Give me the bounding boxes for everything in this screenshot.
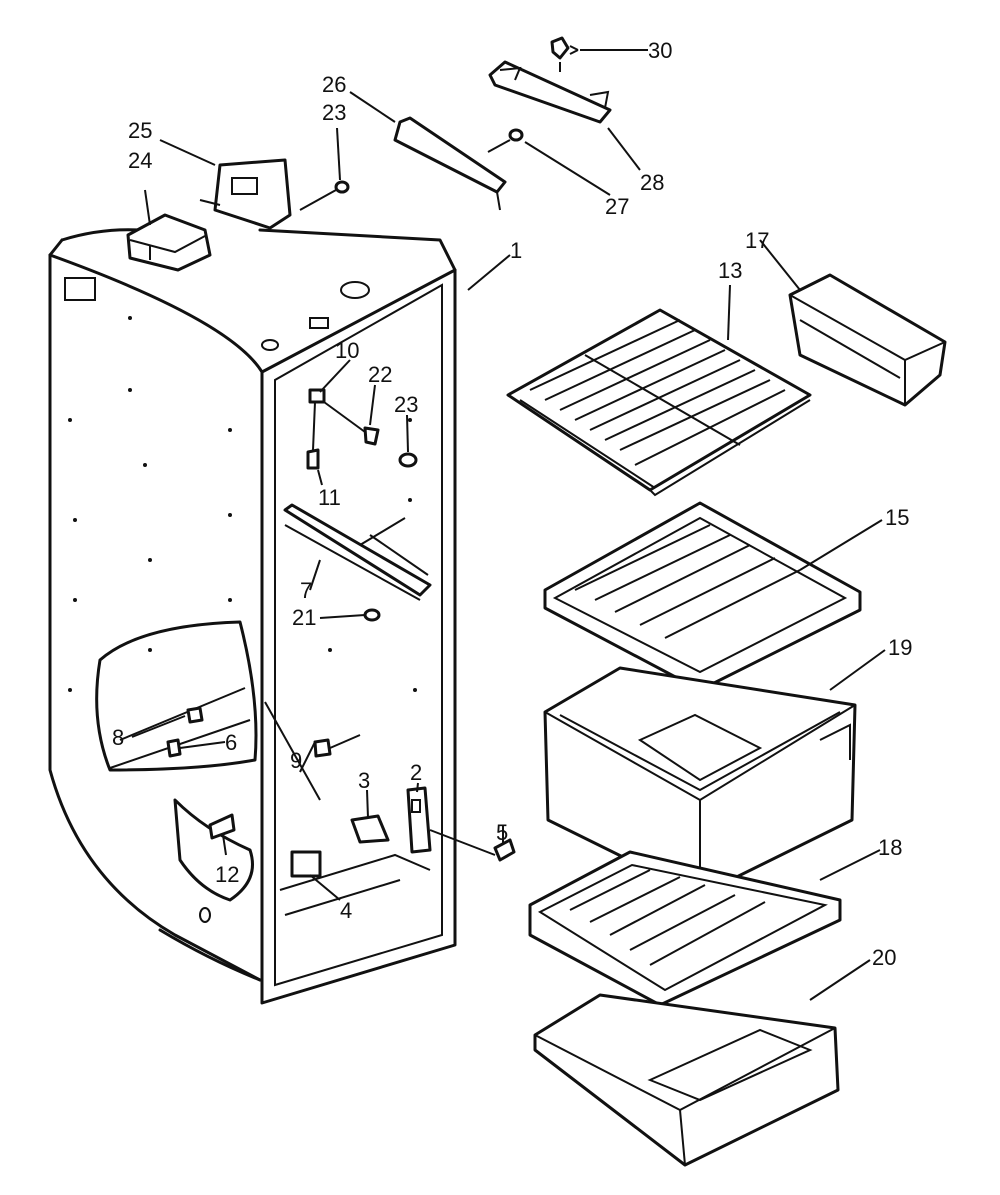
part-13-wire-shelf bbox=[506, 308, 812, 497]
part-20-lower-drawer bbox=[533, 993, 840, 1167]
cabinet bbox=[48, 228, 457, 1005]
callout-9: 9 bbox=[290, 748, 302, 773]
callout-17: 17 bbox=[745, 228, 769, 253]
callout-24: 24 bbox=[128, 148, 152, 173]
callout-8: 8 bbox=[112, 725, 124, 750]
fastener-6 bbox=[166, 738, 182, 758]
leader-lines bbox=[131, 45, 886, 1001]
callout-10: 10 bbox=[335, 338, 359, 363]
callout-13: 13 bbox=[718, 258, 742, 283]
callout-23-top: 23 bbox=[322, 100, 346, 125]
callout-20: 20 bbox=[872, 945, 896, 970]
fastener-10 bbox=[308, 388, 326, 404]
callout-28: 28 bbox=[640, 170, 664, 195]
part-26-channel bbox=[393, 116, 507, 211]
fastener-27 bbox=[487, 128, 524, 153]
callout-15: 15 bbox=[885, 505, 909, 530]
callout-26: 26 bbox=[322, 72, 346, 97]
callout-1: 1 bbox=[510, 238, 522, 263]
callout-3: 3 bbox=[358, 768, 370, 793]
part-19-crisper-drawer bbox=[543, 666, 857, 897]
fastener-9 bbox=[313, 734, 361, 758]
fastener-5 bbox=[429, 829, 516, 862]
callout-12: 12 bbox=[215, 862, 239, 887]
callout-6: 6 bbox=[225, 730, 237, 755]
callout-21: 21 bbox=[292, 605, 316, 630]
part-24-housing bbox=[126, 213, 212, 272]
part-3-bracket bbox=[350, 814, 390, 844]
callout-23-mid: 23 bbox=[394, 392, 418, 417]
fastener-30 bbox=[550, 36, 570, 60]
fastener-12 bbox=[208, 813, 236, 840]
callout-27: 27 bbox=[605, 194, 629, 219]
callout-2: 2 bbox=[410, 760, 422, 785]
part-7-rail bbox=[283, 503, 432, 601]
part-18-crisper-cover bbox=[528, 850, 842, 1007]
part-2-hinge bbox=[406, 786, 432, 854]
callout-11: 11 bbox=[318, 485, 341, 510]
callout-7: 7 bbox=[300, 578, 312, 603]
callout-30: 30 bbox=[648, 38, 672, 63]
callout-4: 4 bbox=[340, 898, 352, 923]
part-25-bracket bbox=[199, 158, 292, 230]
callout-22: 22 bbox=[368, 362, 392, 387]
fastener-22 bbox=[323, 401, 380, 446]
part-4-block bbox=[290, 850, 322, 878]
fastener-23-top bbox=[299, 180, 350, 211]
callout-19: 19 bbox=[888, 635, 912, 660]
callout-18: 18 bbox=[878, 835, 902, 860]
part-17-bin bbox=[788, 273, 947, 407]
fastener-21 bbox=[363, 608, 381, 622]
fastener-11 bbox=[306, 401, 320, 470]
callout-5: 5 bbox=[496, 820, 508, 845]
callout-25: 25 bbox=[128, 118, 152, 143]
part-15-crisper-cover bbox=[543, 501, 862, 692]
part-28-channel bbox=[488, 60, 612, 124]
fastener-23-mid bbox=[398, 452, 418, 468]
callout-labels: 30 26 23 25 24 28 27 17 1 13 10 22 23 11… bbox=[112, 38, 912, 970]
fastener-8 bbox=[186, 706, 204, 724]
